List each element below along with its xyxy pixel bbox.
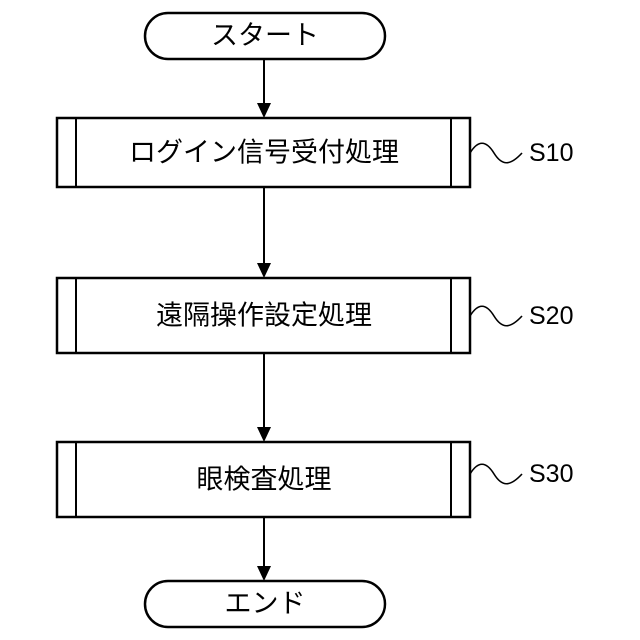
step-label-s10: S10 (529, 139, 573, 167)
process-label-s30: 眼検査処理 (197, 465, 332, 496)
process-box-s30: 眼検査処理 (57, 442, 470, 517)
leader-line-s10 (470, 143, 522, 163)
leader-line-s30 (470, 464, 522, 484)
arrow-s20-to-s30 (257, 353, 271, 442)
arrow-s10-to-s20 (257, 187, 271, 278)
arrow-start-to-s10 (257, 59, 271, 118)
arrow-s30-to-end (257, 517, 271, 581)
step-label-s20: S20 (529, 302, 573, 330)
end-label: エンド (225, 589, 306, 620)
start-label: スタート (211, 21, 319, 52)
process-box-s10: ログイン信号受付処理 (57, 118, 470, 187)
leader-line-s20 (470, 306, 522, 326)
start-terminal: スタート (145, 13, 385, 59)
step-label-s30: S30 (529, 460, 573, 488)
process-box-s20: 遠隔操作設定処理 (57, 278, 470, 353)
process-label-s20: 遠隔操作設定処理 (156, 301, 372, 332)
end-terminal: エンド (145, 581, 385, 627)
process-label-s10: ログイン信号受付処理 (129, 138, 399, 169)
